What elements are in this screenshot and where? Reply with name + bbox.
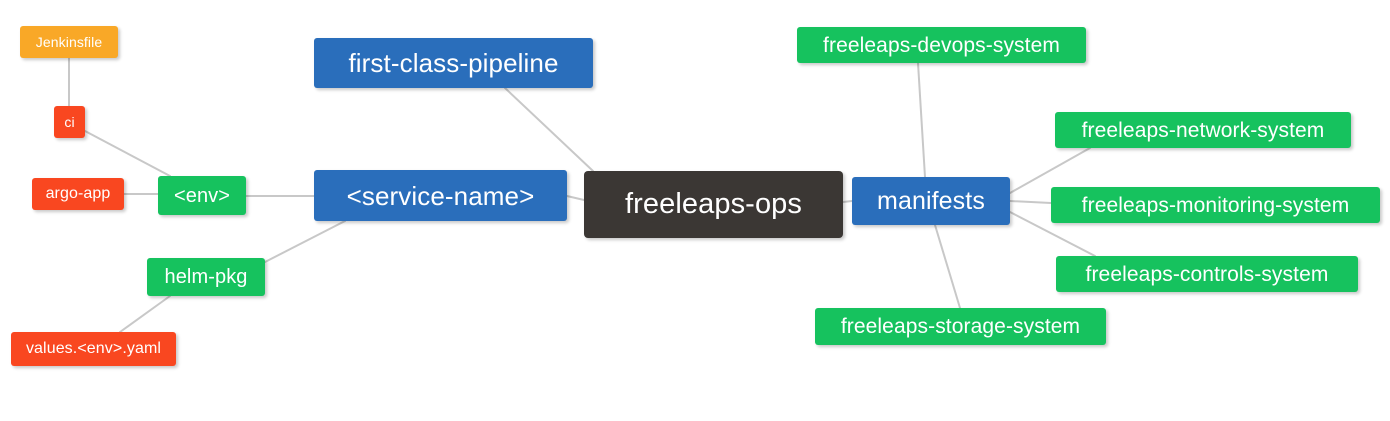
edge-service-name-to-helm-pkg — [264, 220, 346, 263]
node-freeleaps-ops[interactable]: freeleaps-ops — [584, 171, 843, 238]
node-label-values-env-yaml: values.<env>.yaml — [25, 340, 162, 357]
node-label-freeleaps-controls-system: freeleaps-controls-system — [1085, 262, 1329, 286]
edge-env-to-ci — [84, 130, 171, 177]
node-label-first-class-pipeline: first-class-pipeline — [348, 48, 559, 78]
node-label-manifests: manifests — [877, 186, 985, 215]
node-label-freeleaps-ops: freeleaps-ops — [624, 188, 802, 220]
node-argo-app[interactable]: argo-app — [32, 178, 124, 210]
node-label-service-name: <service-name> — [346, 180, 535, 211]
edge-manifests-to-freeleaps-storage-system — [934, 224, 961, 309]
node-freeleaps-controls-system[interactable]: freeleaps-controls-system — [1056, 256, 1358, 292]
node-service-name[interactable]: <service-name> — [314, 170, 567, 221]
edge-freeleaps-ops-to-service-name — [566, 195, 585, 201]
node-label-freeleaps-network-system: freeleaps-network-system — [1081, 118, 1325, 142]
node-env[interactable]: <env> — [158, 176, 246, 215]
node-label-argo-app: argo-app — [45, 185, 111, 202]
node-manifests[interactable]: manifests — [852, 177, 1010, 225]
node-label-helm-pkg: helm-pkg — [164, 266, 248, 288]
edge-manifests-to-freeleaps-devops-system — [917, 62, 926, 178]
node-jenkinsfile[interactable]: Jenkinsfile — [20, 26, 118, 58]
node-freeleaps-monitoring-system[interactable]: freeleaps-monitoring-system — [1051, 187, 1380, 223]
node-ci[interactable]: ci — [54, 106, 85, 138]
node-first-class-pipeline[interactable]: first-class-pipeline — [314, 38, 593, 88]
node-freeleaps-devops-system[interactable]: freeleaps-devops-system — [797, 27, 1086, 63]
edge-helm-pkg-to-values-env-yaml — [119, 295, 171, 333]
node-freeleaps-storage-system[interactable]: freeleaps-storage-system — [815, 308, 1106, 345]
node-label-freeleaps-monitoring-system: freeleaps-monitoring-system — [1081, 193, 1350, 217]
edge-manifests-to-freeleaps-monitoring-system — [1009, 200, 1052, 204]
node-label-ci: ci — [64, 114, 75, 130]
node-helm-pkg[interactable]: helm-pkg — [147, 258, 265, 296]
node-label-freeleaps-devops-system: freeleaps-devops-system — [823, 33, 1060, 57]
node-label-env: <env> — [173, 184, 231, 207]
node-values-env-yaml[interactable]: values.<env>.yaml — [11, 332, 176, 366]
node-label-jenkinsfile: Jenkinsfile — [35, 34, 103, 50]
node-freeleaps-network-system[interactable]: freeleaps-network-system — [1055, 112, 1351, 148]
edge-freeleaps-ops-to-manifests — [842, 200, 853, 203]
node-label-freeleaps-storage-system: freeleaps-storage-system — [840, 315, 1081, 338]
edge-freeleaps-ops-to-first-class-pipeline — [504, 87, 594, 172]
